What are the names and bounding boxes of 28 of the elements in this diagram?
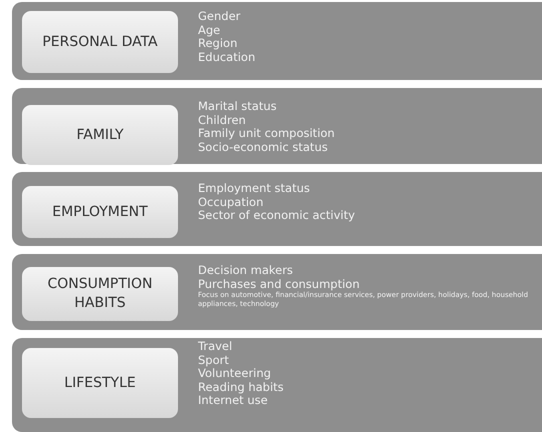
category-label-box: LIFESTYLE: [22, 348, 178, 418]
category-band: [12, 2, 542, 80]
list-item: Decision makers: [198, 264, 293, 278]
list-item: Internet use: [198, 394, 268, 408]
list-item: Region: [198, 37, 238, 50]
list-item: Sector of economic activity: [198, 209, 355, 222]
list-item: Reading habits: [198, 380, 284, 394]
category-band: [12, 88, 542, 164]
list-item: Socio-economic status: [198, 140, 328, 154]
category-label-box: CONSUMPTION HABITS: [22, 267, 178, 321]
category-label-box: EMPLOYMENT: [22, 186, 178, 238]
list-item: Family unit composition: [198, 127, 335, 140]
list-item: Age: [198, 24, 220, 37]
list-item: Education: [198, 50, 256, 64]
list-item: Sport: [198, 354, 229, 367]
category-band: [12, 338, 542, 432]
list-item: Employment status: [198, 182, 310, 196]
category-band: [12, 254, 542, 330]
list-item: Travel: [198, 340, 232, 354]
category-label-box: FAMILY: [22, 105, 178, 165]
list-item: Purchases and consumption: [198, 278, 360, 291]
list-item: Volunteering: [198, 367, 271, 380]
list-item: Gender: [198, 10, 240, 24]
list-item: Children: [198, 114, 246, 127]
category-band: [12, 172, 542, 246]
list-item: Occupation: [198, 196, 264, 209]
category-label-box: PERSONAL DATA: [22, 11, 178, 73]
list-item: Marital status: [198, 100, 277, 114]
